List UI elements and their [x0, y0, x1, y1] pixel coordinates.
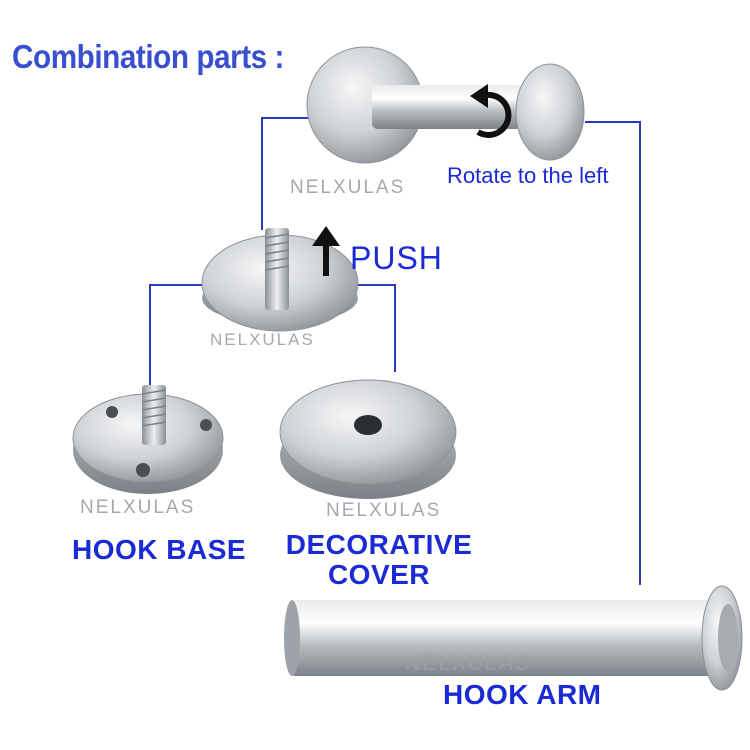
decorative-cover-label-line1: DECORATIVE — [285, 529, 473, 560]
rotate-left-arrow-icon — [470, 84, 512, 138]
assembled-hook — [306, 46, 585, 164]
watermark: NELXULAS — [290, 177, 406, 198]
push-instruction: PUSH — [350, 240, 443, 276]
watermark: NELXULAS — [210, 330, 315, 349]
watermark: NELXULAS — [326, 500, 442, 521]
decorative-cover-label: DECORATIVE COVER — [283, 530, 475, 590]
hook-base-part — [72, 385, 224, 494]
page-title: Combination parts : — [12, 38, 284, 75]
hook-arm-label: HOOK ARM — [443, 679, 602, 710]
hook-arm-part — [284, 585, 743, 691]
up-arrow-icon — [312, 226, 340, 276]
decorative-cover-label-line2: COVER — [327, 559, 431, 590]
connector-lines — [149, 117, 641, 585]
base-with-cover — [201, 228, 359, 332]
decorative-cover-part — [279, 379, 457, 499]
hook-base-label: HOOK BASE — [72, 534, 247, 565]
watermark: NELXULAS — [80, 497, 196, 518]
rotate-instruction: Rotate to the left — [447, 163, 609, 188]
watermark: NELXULAS — [405, 652, 531, 675]
